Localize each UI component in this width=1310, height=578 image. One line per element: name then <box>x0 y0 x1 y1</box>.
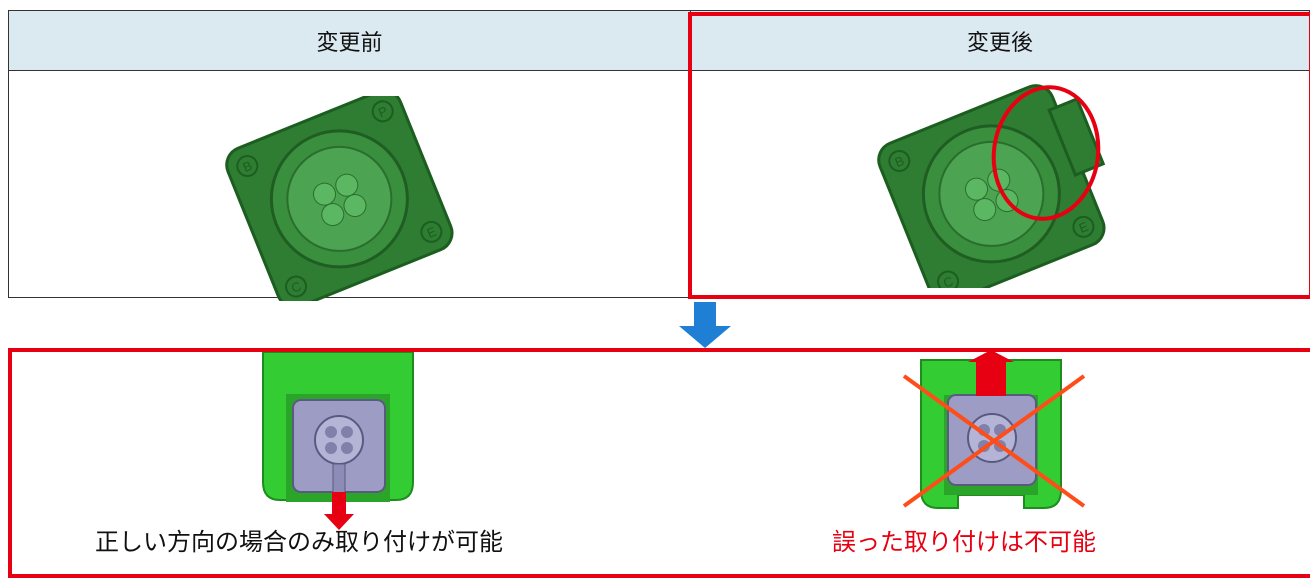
highlight-ellipse <box>991 85 1101 221</box>
connector-before-image: B P C E <box>225 96 454 301</box>
header-after: 変更後 <box>691 11 1309 71</box>
wrong-mount-image <box>902 350 1086 509</box>
comparison-table: 変更前 変更後 B P C E <box>8 10 1310 301</box>
header-before: 変更前 <box>9 11 691 71</box>
correct-mount-image <box>262 352 414 530</box>
caption-wrong: 誤った取り付けは不可能 <box>832 528 1096 556</box>
down-arrow-icon <box>679 302 731 348</box>
after-highlight-frame <box>688 12 1310 299</box>
cell-after: B C E <box>691 71 1309 297</box>
cell-before: B P C E <box>9 71 691 301</box>
caption-correct: 正しい方向の場合のみ取り付けが可能 <box>95 528 503 556</box>
connector-after-image: B C E <box>877 84 1106 288</box>
